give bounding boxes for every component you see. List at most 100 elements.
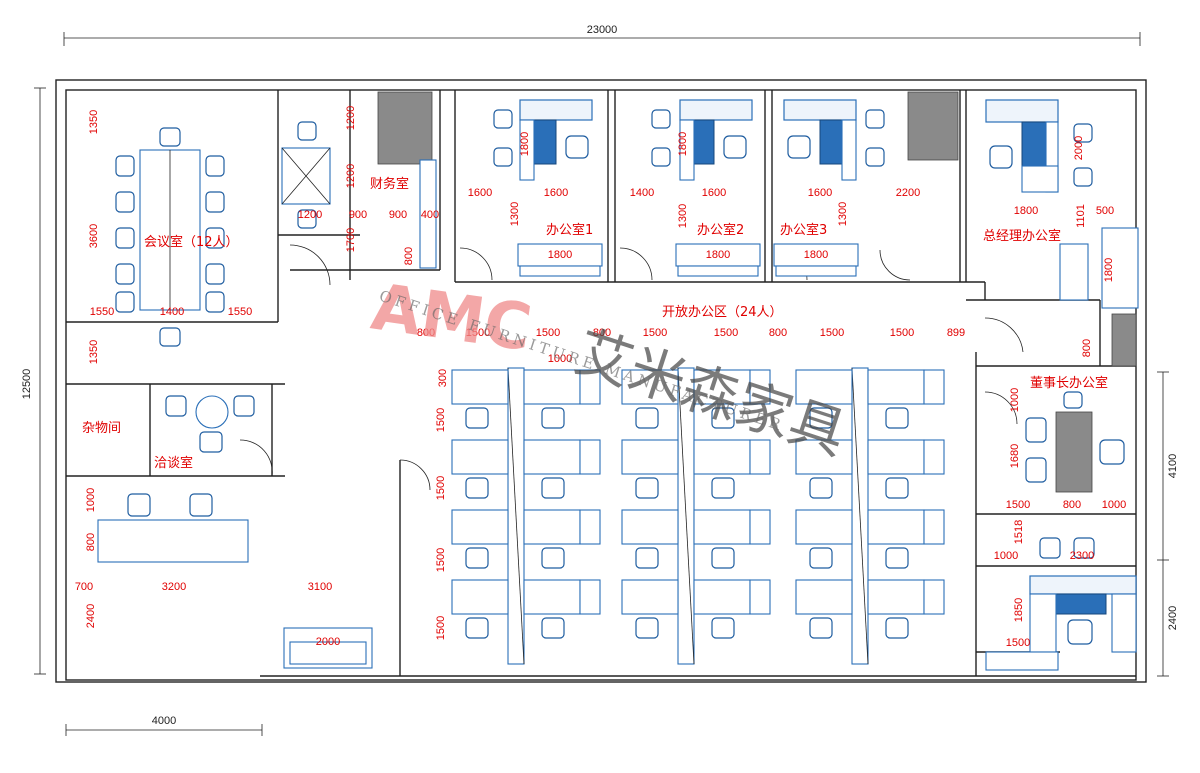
workstation-desk <box>693 579 751 615</box>
label-chairman-office: 董事长办公室 <box>1030 375 1108 391</box>
dim-text: 800 <box>417 327 435 339</box>
shaft-gm <box>1111 313 1137 367</box>
workstation-desk <box>749 579 771 615</box>
finance-room <box>281 121 437 269</box>
dim-text: 1200 <box>345 106 357 130</box>
dim-text: 1500 <box>536 327 560 339</box>
workstation-chair <box>885 407 909 429</box>
dim-text: 1800 <box>519 132 531 156</box>
label-gm-office: 总经理办公室 <box>983 228 1061 244</box>
dim-bottom: 4000 <box>152 715 176 727</box>
dim-text: 1300 <box>509 202 521 226</box>
workstation-desk <box>867 439 925 475</box>
workstation-desk <box>579 579 601 615</box>
workstation-desk <box>867 509 925 545</box>
dim-text: 1000 <box>85 488 97 512</box>
dim-text: 1000 <box>994 550 1018 562</box>
workstation-chair <box>541 477 565 499</box>
office-2 <box>651 99 761 277</box>
dim-text: 800 <box>1081 339 1093 357</box>
dim-text: 1600 <box>544 187 568 199</box>
dim-text: 3200 <box>162 581 186 593</box>
dim-text: 2300 <box>1070 550 1094 562</box>
dim-text: 1000 <box>1102 499 1126 511</box>
label-office1: 办公室1 <box>546 222 593 238</box>
dim-text: 1500 <box>435 408 447 432</box>
shaft-finance <box>377 91 433 165</box>
workstation-desk <box>523 579 581 615</box>
workstation-chair <box>541 407 565 429</box>
label-negotiation: 洽谈室 <box>154 455 193 471</box>
workstation-chair <box>635 547 659 569</box>
label-storage: 杂物间 <box>82 421 121 436</box>
dim-text: 899 <box>947 327 965 339</box>
dim-text: 1350 <box>88 340 100 364</box>
workstation-chair <box>809 407 833 429</box>
meeting-room <box>115 127 225 347</box>
dim-text: 2200 <box>896 187 920 199</box>
workstation-desk <box>451 509 509 545</box>
workstation-desk <box>693 439 751 475</box>
workstation-desk <box>579 439 601 475</box>
dim-text: 1800 <box>1103 258 1115 282</box>
dim-text: 1500 <box>1006 499 1030 511</box>
dim-text: 1101 <box>1075 204 1087 228</box>
dim-text: 2000 <box>1073 136 1085 160</box>
workstation-chair <box>541 617 565 639</box>
dim-text: 1300 <box>677 204 689 228</box>
dim-text: 3600 <box>88 224 100 248</box>
workstation-desk <box>621 509 679 545</box>
negotiation-room <box>165 395 255 453</box>
dim-text: 1518 <box>1013 520 1025 544</box>
gm-office <box>985 99 1139 309</box>
dim-text: 1680 <box>1009 444 1021 468</box>
workstation-desk <box>923 439 945 475</box>
workstation-chair <box>809 477 833 499</box>
workstation-chair <box>711 407 735 429</box>
overall-dimensions: 23000 12500 4000 4100 2400 <box>21 24 1179 736</box>
dim-total-width: 23000 <box>587 24 618 36</box>
workstation-chair <box>465 407 489 429</box>
workstation-desk <box>923 369 945 405</box>
walls <box>55 79 1147 683</box>
shaft-office3 <box>907 91 959 161</box>
dim-text: 1700 <box>345 228 357 252</box>
dim-text: 1800 <box>1014 205 1038 217</box>
workstation-chair <box>885 617 909 639</box>
dim-text: 800 <box>593 327 611 339</box>
dim-text: 1600 <box>808 187 832 199</box>
dim-text: 2400 <box>85 604 97 628</box>
dim-text: 1550 <box>228 306 252 318</box>
workstation-desk <box>621 439 679 475</box>
room-labels: 会议室（12人） 财务室 办公室1 办公室2 办公室3 总经理办公室 开放办公区… <box>82 176 1108 471</box>
workstation-chair <box>809 617 833 639</box>
dim-text: 500 <box>1096 205 1114 217</box>
dimension-texts: 1350 3600 1550 1400 1550 1350 1200 1200 … <box>75 106 1126 649</box>
dim-text: 1000 <box>548 353 572 365</box>
dim-text: 2000 <box>316 636 340 648</box>
workstation-chair <box>809 547 833 569</box>
workstation-desk <box>451 439 509 475</box>
dim-text: 1200 <box>298 209 322 221</box>
workstation-chair <box>711 547 735 569</box>
workstation-desk <box>923 579 945 615</box>
workstation-desk <box>923 509 945 545</box>
dim-text: 300 <box>437 369 449 387</box>
dim-text: 1350 <box>88 110 100 134</box>
workstation-desk <box>579 369 601 405</box>
dim-text: 1500 <box>643 327 667 339</box>
workstation-desk <box>523 509 581 545</box>
label-office2: 办公室2 <box>697 222 744 238</box>
open-office-workstations <box>451 367 945 665</box>
dim-text: 1550 <box>90 306 114 318</box>
label-office3: 办公室3 <box>780 222 827 238</box>
workstation-desk <box>795 579 853 615</box>
workstation-chair <box>465 547 489 569</box>
dim-text: 1500 <box>435 548 447 572</box>
dim-text: 800 <box>85 533 97 551</box>
workstation-desk <box>867 579 925 615</box>
dim-total-height: 12500 <box>21 369 33 400</box>
workstation-desk <box>795 439 853 475</box>
label-open-office: 开放办公区（24人） <box>662 305 783 320</box>
